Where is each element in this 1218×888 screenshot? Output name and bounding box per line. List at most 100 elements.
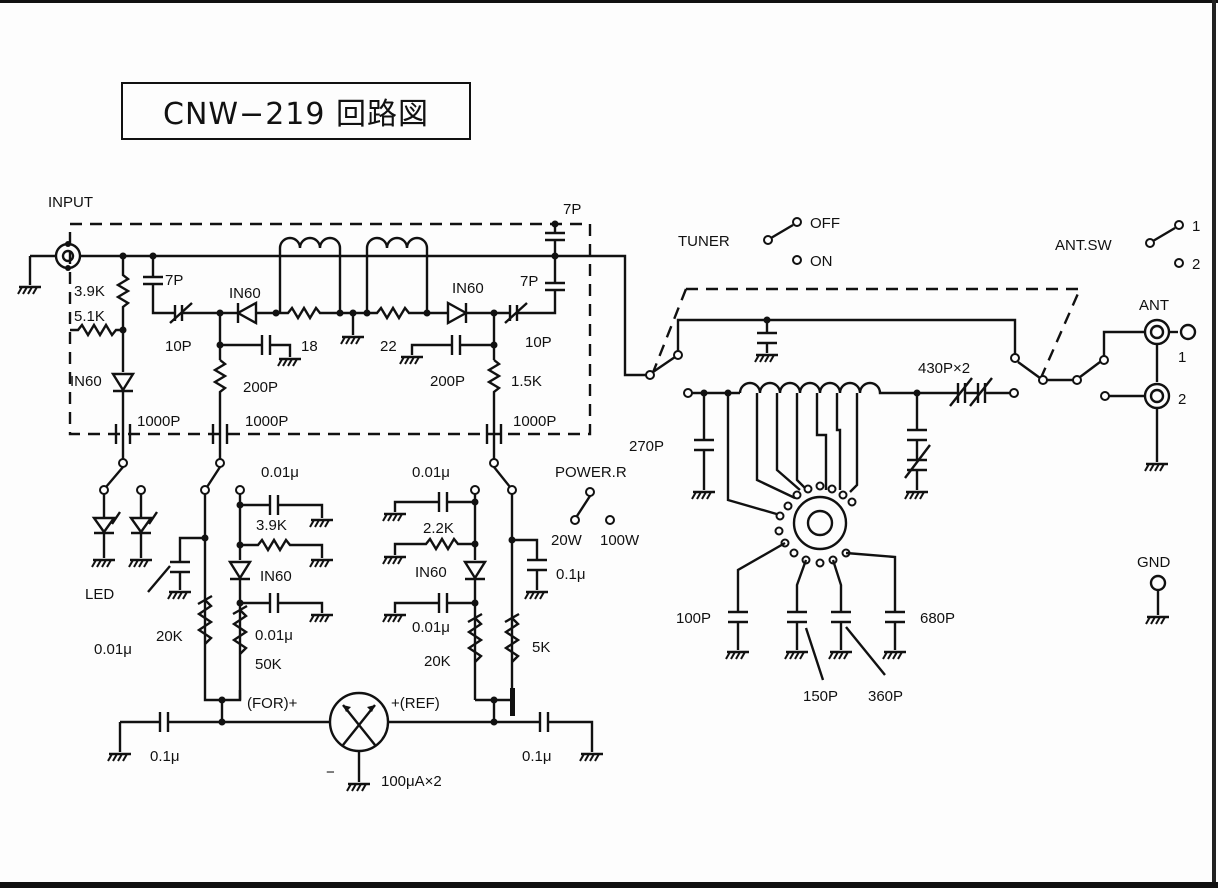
label-r-1-5k: 1.5K — [511, 373, 542, 390]
capacitor-0-1u-mid — [512, 538, 547, 590]
resistor-3-9k-b — [240, 537, 324, 558]
diode-in60-c — [227, 560, 253, 581]
capacitor-0-1u-right — [388, 712, 594, 752]
ground-icon — [16, 285, 43, 296]
capacitor-270p — [694, 393, 714, 490]
label-c-7p-top: 7P — [563, 201, 581, 218]
page-border-top — [0, 0, 1218, 3]
input-coax-connector-icon — [54, 241, 82, 271]
label-d-in60-d: IN60 — [415, 564, 447, 581]
label-c-0-01u-led: 0.01μ — [94, 641, 132, 658]
variable-resistor-20k-a — [196, 599, 214, 645]
label-meter-for: (FOR)+ — [247, 695, 298, 712]
capacitor-7p-left — [143, 256, 175, 315]
label-meter-spec: 100μA×2 — [381, 773, 442, 790]
capacitor-0-01u-d — [393, 593, 475, 613]
label-c-360p: 360P — [868, 688, 903, 705]
label-gnd: GND — [1137, 554, 1171, 571]
label-c-0-01u-b: 0.01μ — [255, 627, 293, 644]
capacitor-0-01u-led — [170, 536, 205, 590]
dual-meter-icon — [328, 691, 390, 753]
label-ant-sw-2: 2 — [1192, 256, 1200, 273]
capacitor-360p — [831, 559, 851, 650]
label-pw-100w: 100W — [600, 532, 640, 549]
page-border-bottom — [0, 882, 1218, 888]
diode-in60-a — [235, 300, 258, 326]
label-r-20k-a: 20K — [156, 628, 183, 645]
capacitor-680p — [845, 551, 905, 650]
capacitor-100p — [728, 541, 786, 650]
inductor-coil-1 — [278, 236, 342, 256]
label-input: INPUT — [48, 194, 93, 211]
detector-shield-box — [68, 222, 592, 436]
label-c-10p-left: 10P — [165, 338, 192, 355]
capacitor-0-01u-b — [240, 593, 324, 613]
label-d-in60-c: IN60 — [260, 568, 292, 585]
label-r-50k: 50K — [255, 656, 282, 673]
resistor-3-9k — [115, 256, 131, 330]
label-tuner-off: OFF — [810, 215, 840, 232]
tuner-gang-dashed — [650, 287, 1082, 381]
capacitor-200p-right — [410, 313, 496, 360]
page-title: CNW−219 回路図 — [163, 97, 429, 132]
label-ant-sw: ANT.SW — [1055, 237, 1113, 254]
capacitor-0-01u-a — [240, 495, 324, 518]
variable-capacitor-430p — [940, 383, 1010, 403]
label-c-680p: 680P — [920, 610, 955, 627]
label-c-430p: 430P×2 — [918, 360, 970, 377]
label-r-3-9k: 3.9K — [74, 283, 105, 300]
label-d-in60-left: IN60 — [70, 373, 102, 390]
diode-in60-d — [462, 560, 488, 581]
label-c-0-01u-c: 0.01μ — [412, 464, 450, 481]
label-ant-1: 1 — [1178, 349, 1186, 366]
variable-resistor-5k — [503, 617, 521, 663]
capacitor-7p-right — [545, 256, 565, 292]
label-c-150p: 150P — [803, 688, 838, 705]
label-c-0-1u-left: 0.1μ — [150, 748, 180, 765]
label-r-22: 22 — [380, 338, 397, 355]
label-c-1000p-c: 1000P — [513, 413, 556, 430]
label-c-1000p-a: 1000P — [137, 413, 180, 430]
switch-led — [105, 466, 124, 488]
label-c-100p: 100P — [676, 610, 711, 627]
label-d-in60-a: IN60 — [229, 285, 261, 302]
label-r-5k: 5K — [532, 639, 550, 656]
ant-coax-connector-icon-1 — [1143, 318, 1171, 346]
label-ant-2: 2 — [1178, 391, 1186, 408]
resistor-2-2k — [393, 536, 475, 555]
tapped-inductor — [738, 381, 940, 395]
resistor-1-5k — [486, 359, 502, 420]
label-c-0-01u-d: 0.01μ — [412, 619, 450, 636]
feedthrough-1000p-c — [485, 420, 503, 460]
ant-coax-connector-icon-2 — [1143, 382, 1171, 410]
label-c-7p-left: 7P — [165, 272, 183, 289]
capacitor-7p-top — [545, 224, 565, 256]
led-1 — [91, 516, 117, 535]
label-tuner: TUNER — [678, 233, 730, 250]
resistor-200p-branch — [212, 359, 228, 420]
diode-in60-b — [446, 300, 469, 326]
capacitor-bypass — [757, 320, 777, 353]
main-through-line — [80, 254, 650, 377]
label-r-20k-b: 20K — [424, 653, 451, 670]
capacitor-0-1u-left — [120, 712, 330, 732]
label-r-5-1k: 5.1K — [74, 308, 105, 325]
resistor-5-1k — [70, 322, 123, 338]
capacitor-200p-left — [218, 313, 292, 360]
gnd-terminal — [1149, 574, 1167, 592]
diode-in60-left — [110, 372, 136, 393]
label-r-2-2k: 2.2K — [423, 520, 454, 537]
label-c-0-1u-mid: 0.1μ — [556, 566, 586, 583]
trimmer-10p-right — [508, 290, 557, 321]
label-led: LED — [85, 586, 114, 603]
feedthrough-1000p-b — [211, 420, 229, 460]
label-r-18: 18 — [301, 338, 318, 355]
inductor-coil-2 — [365, 236, 429, 256]
label-ant-sw-1: 1 — [1192, 218, 1200, 235]
label-c-0-01u-a: 0.01μ — [261, 464, 299, 481]
label-c-200p-right: 200P — [430, 373, 465, 390]
label-c-7p-right: 7P — [520, 273, 538, 290]
label-c-1000p-b: 1000P — [245, 413, 288, 430]
rotary-switch-icon — [774, 481, 857, 568]
